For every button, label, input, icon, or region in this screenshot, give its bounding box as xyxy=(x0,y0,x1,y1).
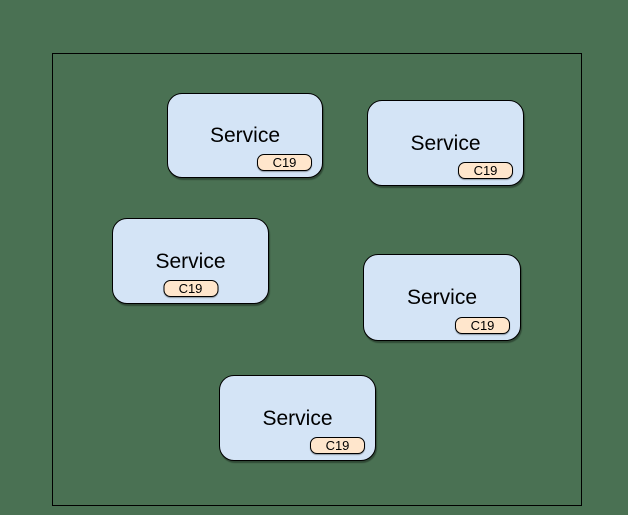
diagram-boundary xyxy=(52,53,582,506)
service-badge: C19 xyxy=(455,317,510,334)
service-badge: C19 xyxy=(458,162,513,179)
service-badge: C19 xyxy=(257,154,312,171)
service-node-label: Service xyxy=(262,406,333,430)
service-node-label: Service xyxy=(155,249,226,273)
service-node-label: Service xyxy=(209,124,281,147)
service-node-label: Service xyxy=(406,286,478,309)
service-badge: C19 xyxy=(310,437,365,454)
service-node-label: Service xyxy=(410,131,481,155)
service-badge: C19 xyxy=(163,280,218,297)
